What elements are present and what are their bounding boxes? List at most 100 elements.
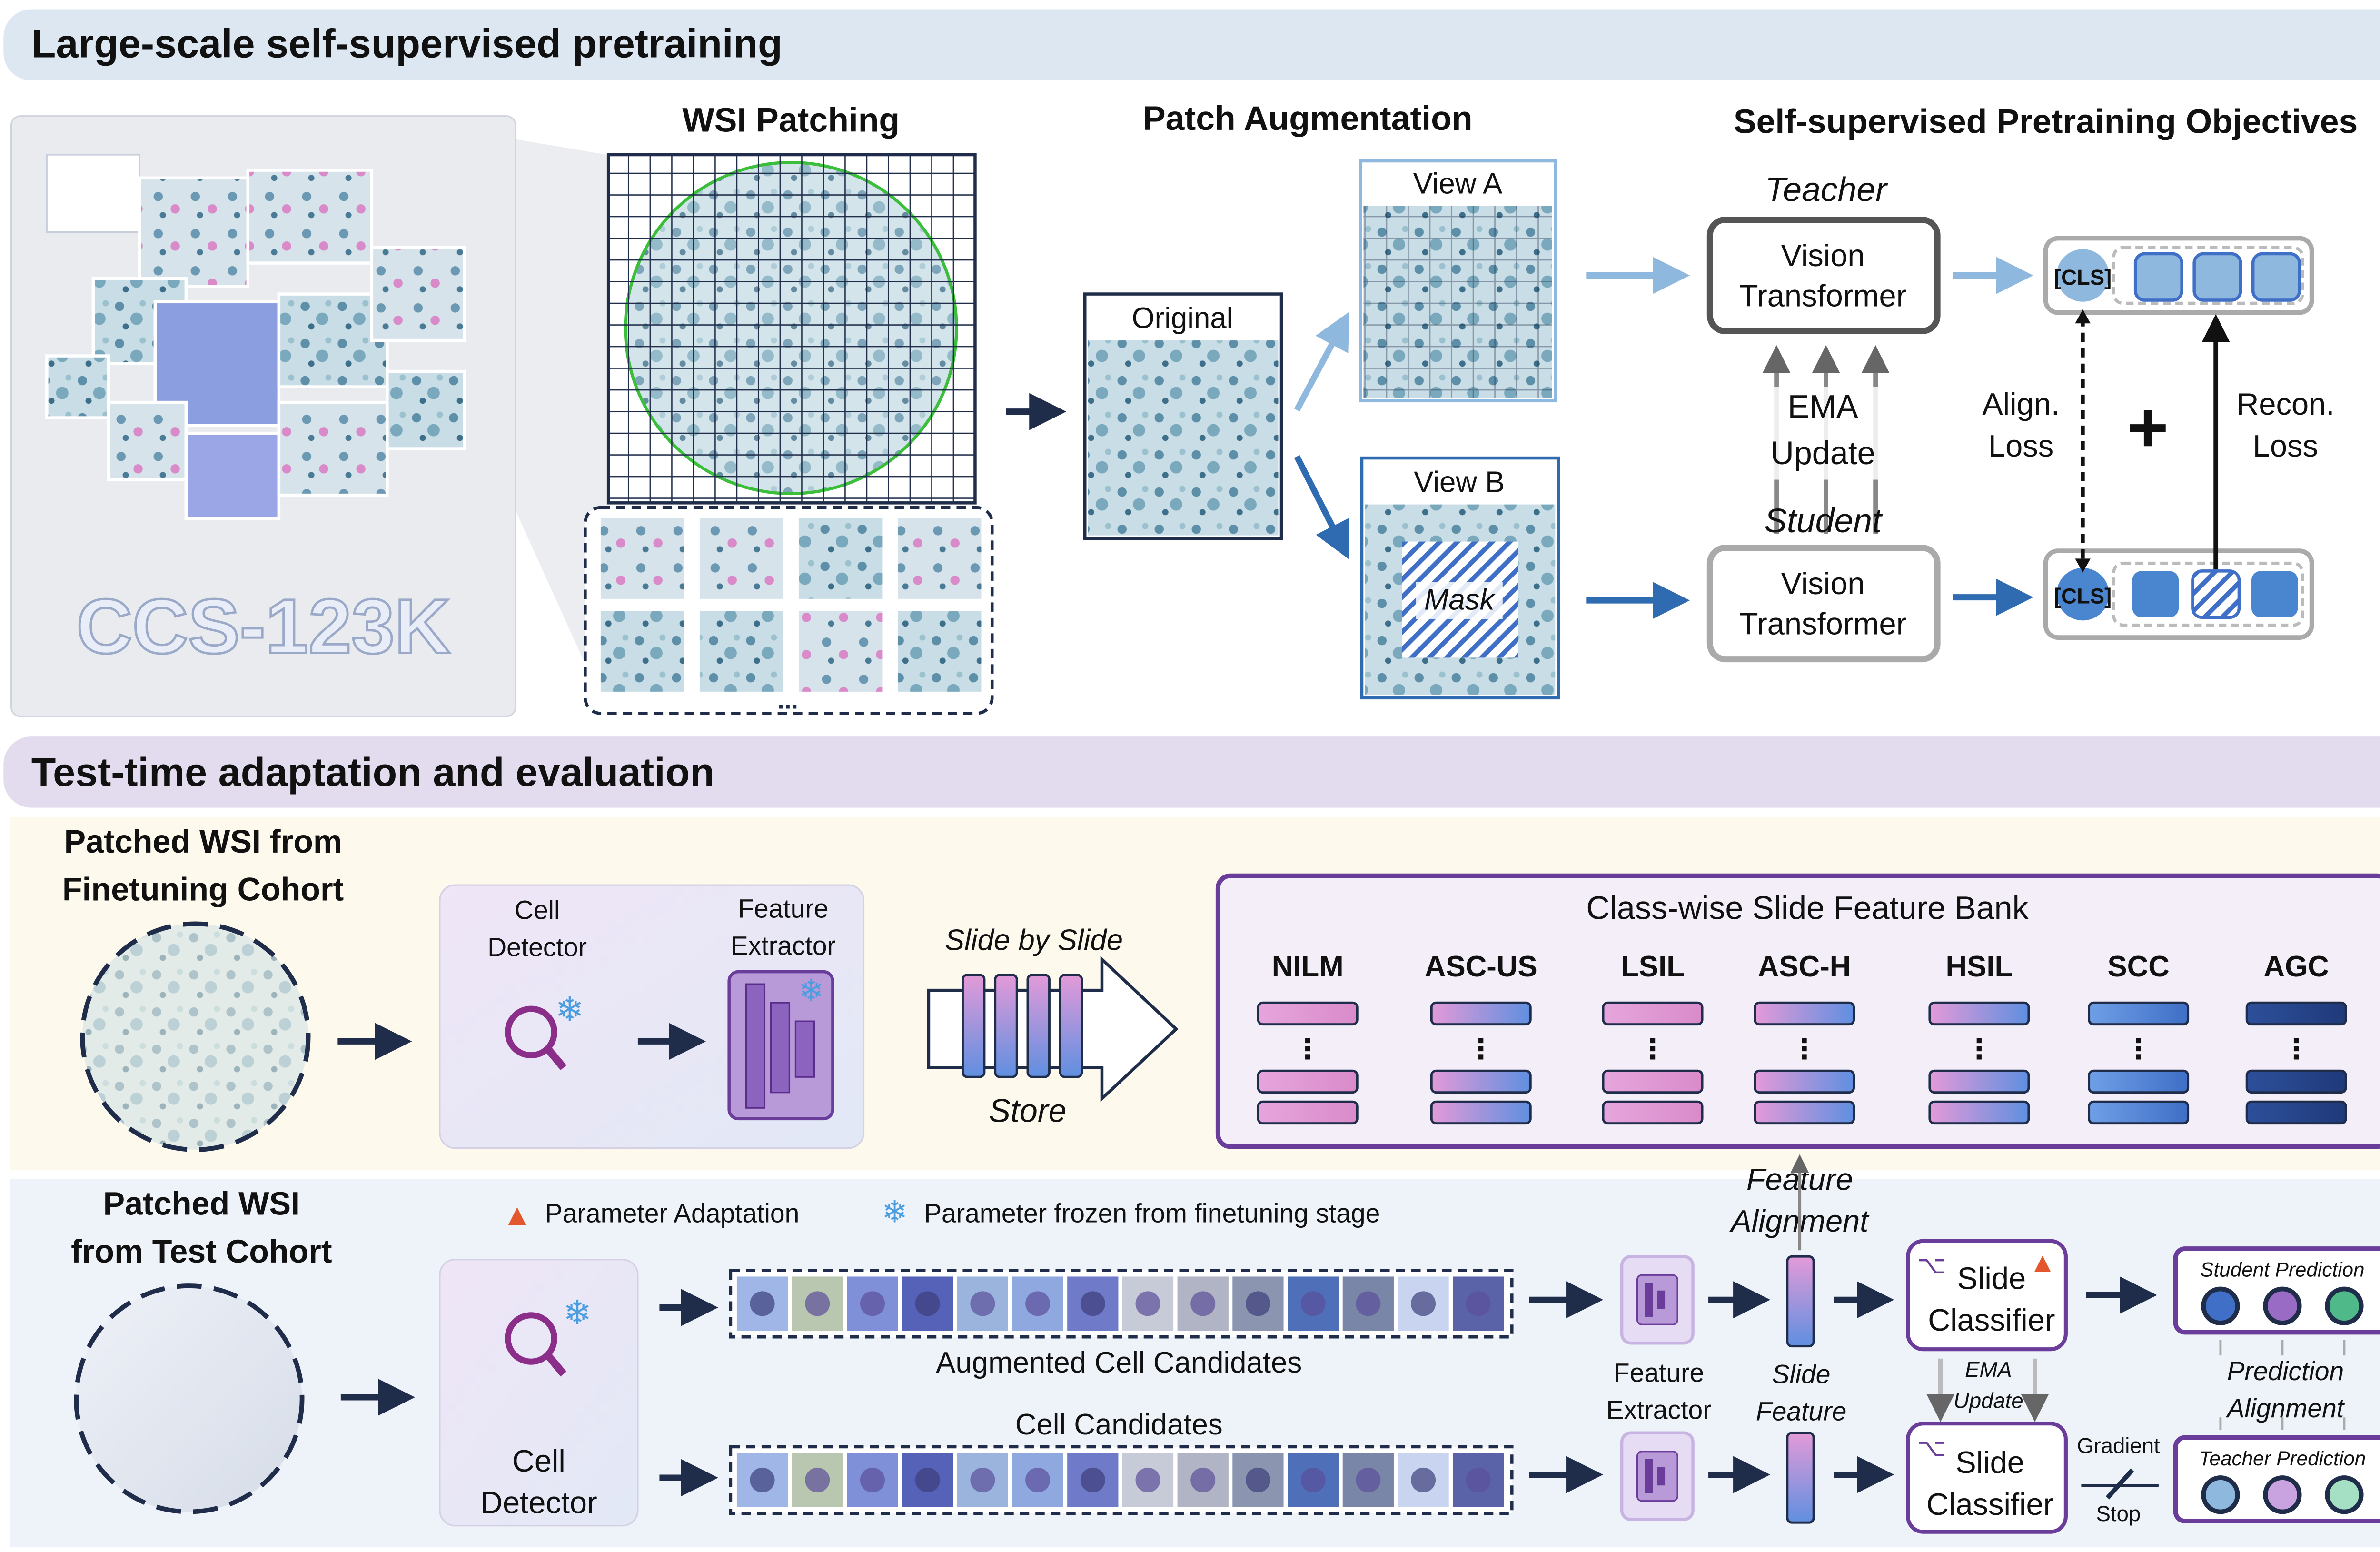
feature-bar-agc-2: [2245, 1069, 2347, 1094]
candidate-cell-nucleus: [750, 1467, 775, 1492]
wsi-patching-label: WSI Patching: [682, 101, 900, 139]
fire-icon: ▲: [2029, 1247, 2056, 1278]
class-label-asc-us: ASC-US: [1425, 950, 1537, 983]
align-loss-line2: Loss: [1988, 428, 2053, 463]
snowflake-icon: ❄: [798, 973, 824, 1008]
align-loss-line1: Align.: [1982, 387, 2060, 421]
class-label-hsil: HSIL: [1946, 950, 2013, 983]
augmented-cell-strip: [729, 1269, 1514, 1339]
teacher-classifier-line2: Classifier: [1926, 1487, 2053, 1522]
prediction-alignment-line2: Alignment: [2226, 1393, 2345, 1423]
objectives-label: Self-supervised Pretraining Objectives: [1734, 103, 2358, 141]
augmented-cell-nucleus: [1025, 1291, 1051, 1316]
finetune-cohort-circle: [80, 921, 311, 1152]
teacher-vit-line1: Vision: [1781, 238, 1865, 273]
magnifier-icon: [505, 1312, 567, 1377]
augmented-cell-nucleus: [860, 1291, 885, 1316]
feature-bar-scc-2: [2088, 1069, 2190, 1094]
snowflake-icon: ❄: [563, 1294, 592, 1332]
candidate-cell-nucleus: [1411, 1467, 1436, 1492]
legend-frozen: Parameter frozen from finetuning stage: [924, 1199, 1380, 1228]
student-prediction: Student Prediction: [2173, 1246, 2380, 1335]
recon-loss-line1: Recon.: [2236, 387, 2334, 421]
slide-feature-line1: Slide: [1772, 1360, 1831, 1389]
finetune-model-box: Cell Detector ❄ Feature Extractor ❄: [439, 884, 865, 1149]
snowflake-icon: ❄: [882, 1194, 907, 1229]
feature-bar-asc-us-3: [1430, 1100, 1532, 1125]
ema-arrows: [1761, 345, 1891, 534]
class-label-scc: SCC: [2107, 950, 2169, 983]
ellipsis-asc-h: ⋮: [1790, 1034, 1818, 1065]
slide-feature-top: [1786, 1255, 1815, 1348]
teacher-label: Teacher: [1765, 171, 1888, 209]
pretraining-header-bar: [3, 9, 2380, 80]
feature-bank-title: Class-wise Slide Feature Bank: [1586, 890, 2029, 926]
teacher-tokens: [CLS]: [2043, 236, 2314, 315]
finetune-cohort-line1: Patched WSI from: [64, 824, 342, 860]
student-tokens: [CLS]: [2043, 548, 2314, 640]
class-label-nilm: NILM: [1272, 950, 1344, 983]
augmented-cell-nucleus: [1135, 1291, 1160, 1316]
original-patch: Original: [1083, 292, 1283, 540]
augmented-cell-nucleus: [1190, 1291, 1216, 1316]
augmented-candidates-label: Augmented Cell Candidates: [936, 1346, 1302, 1379]
feature-bar-hsil-3: [1928, 1100, 2030, 1125]
candidate-cell-nucleus: [915, 1467, 940, 1492]
test-feature-extractor-top: [1620, 1254, 1695, 1345]
augmented-cell-nucleus: [1300, 1291, 1326, 1316]
ellipsis-hsil: ⋮: [1965, 1034, 1993, 1065]
student-vit-line2: Transformer: [1739, 607, 1907, 641]
student-vit: Vision Transformer: [1706, 545, 1941, 663]
view-b-label: View B: [1414, 466, 1505, 499]
student-cls-token: [CLS]: [2054, 584, 2112, 608]
tta-header-bar: [3, 736, 2380, 808]
ema-line1: EMA: [1788, 389, 1858, 425]
dataset-panel: CCS-123K: [10, 115, 516, 717]
candidate-cell-nucleus: [1080, 1467, 1105, 1492]
class-label-asc-h: ASC-H: [1758, 950, 1851, 983]
candidate-cell-nucleus: [970, 1467, 995, 1492]
recon-loss-line2: Loss: [2253, 428, 2318, 463]
feature-bar-lsil-3: [1602, 1100, 1704, 1125]
patch-augmentation-label: Patch Augmentation: [1143, 99, 1473, 138]
patch-samples: ...: [584, 506, 994, 715]
test-cohort-line2: from Test Cohort: [71, 1234, 332, 1270]
store-label: Store: [989, 1093, 1066, 1129]
feature-bar-agc-3: [2245, 1100, 2347, 1125]
augmented-cell-nucleus: [1411, 1291, 1436, 1316]
tree-icon: ⌥: [1917, 1434, 1945, 1462]
feature-bar-nilm-2: [1257, 1069, 1359, 1094]
candidate-cell-nucleus: [1466, 1467, 1491, 1492]
student-classifier-line1: Slide: [1957, 1261, 2026, 1295]
ema-update-arrows: [1926, 1358, 2049, 1422]
test-feature-extractor-line1: Feature: [1614, 1358, 1704, 1387]
teacher-vit: Vision Transformer: [1706, 217, 1941, 335]
teacher-prediction: Teacher Prediction: [2173, 1435, 2380, 1523]
feature-bar-asc-h-1: [1754, 1001, 1855, 1026]
feature-bar-hsil-1: [1928, 1001, 2030, 1026]
view-a: View A: [1359, 159, 1557, 403]
student-vit-line1: Vision: [1781, 566, 1865, 601]
feature-bar-lsil-1: [1602, 1001, 1704, 1026]
feature-bar-asc-us-1: [1430, 1001, 1532, 1026]
teacher-prediction-label: Teacher Prediction: [2199, 1447, 2366, 1470]
test-cell-detector-line2: Detector: [480, 1485, 597, 1520]
candidate-cell-nucleus: [1025, 1467, 1051, 1492]
candidate-cell-nucleus: [1245, 1467, 1270, 1492]
ellipsis-asc-us: ⋮: [1467, 1034, 1495, 1065]
candidate-cell-nucleus: [1190, 1467, 1216, 1492]
feature-bar-asc-h-3: [1754, 1100, 1855, 1125]
prediction-alignment-arrows: [2205, 1340, 2366, 1430]
ellipsis-nilm: ⋮: [1294, 1034, 1322, 1065]
finetune-cohort-line2: Finetuning Cohort: [62, 872, 344, 908]
tta-title: Test-time adaptation and evaluation: [31, 750, 714, 795]
dataset-name: CCS-123K: [77, 584, 451, 670]
teacher-classifier-line1: Slide: [1955, 1445, 2024, 1480]
cell-candidates-label: Cell Candidates: [1015, 1408, 1223, 1441]
feature-bank: Class-wise Slide Feature Bank NILM ⋮ ASC-U…: [1215, 873, 2380, 1149]
feature-bar-lsil-2: [1602, 1069, 1704, 1094]
student-label: Student: [1764, 502, 1883, 540]
feature-bar-scc-3: [2088, 1100, 2190, 1125]
slide-feature-line2: Feature: [1756, 1397, 1846, 1426]
magnifier-icon: [505, 1005, 567, 1070]
